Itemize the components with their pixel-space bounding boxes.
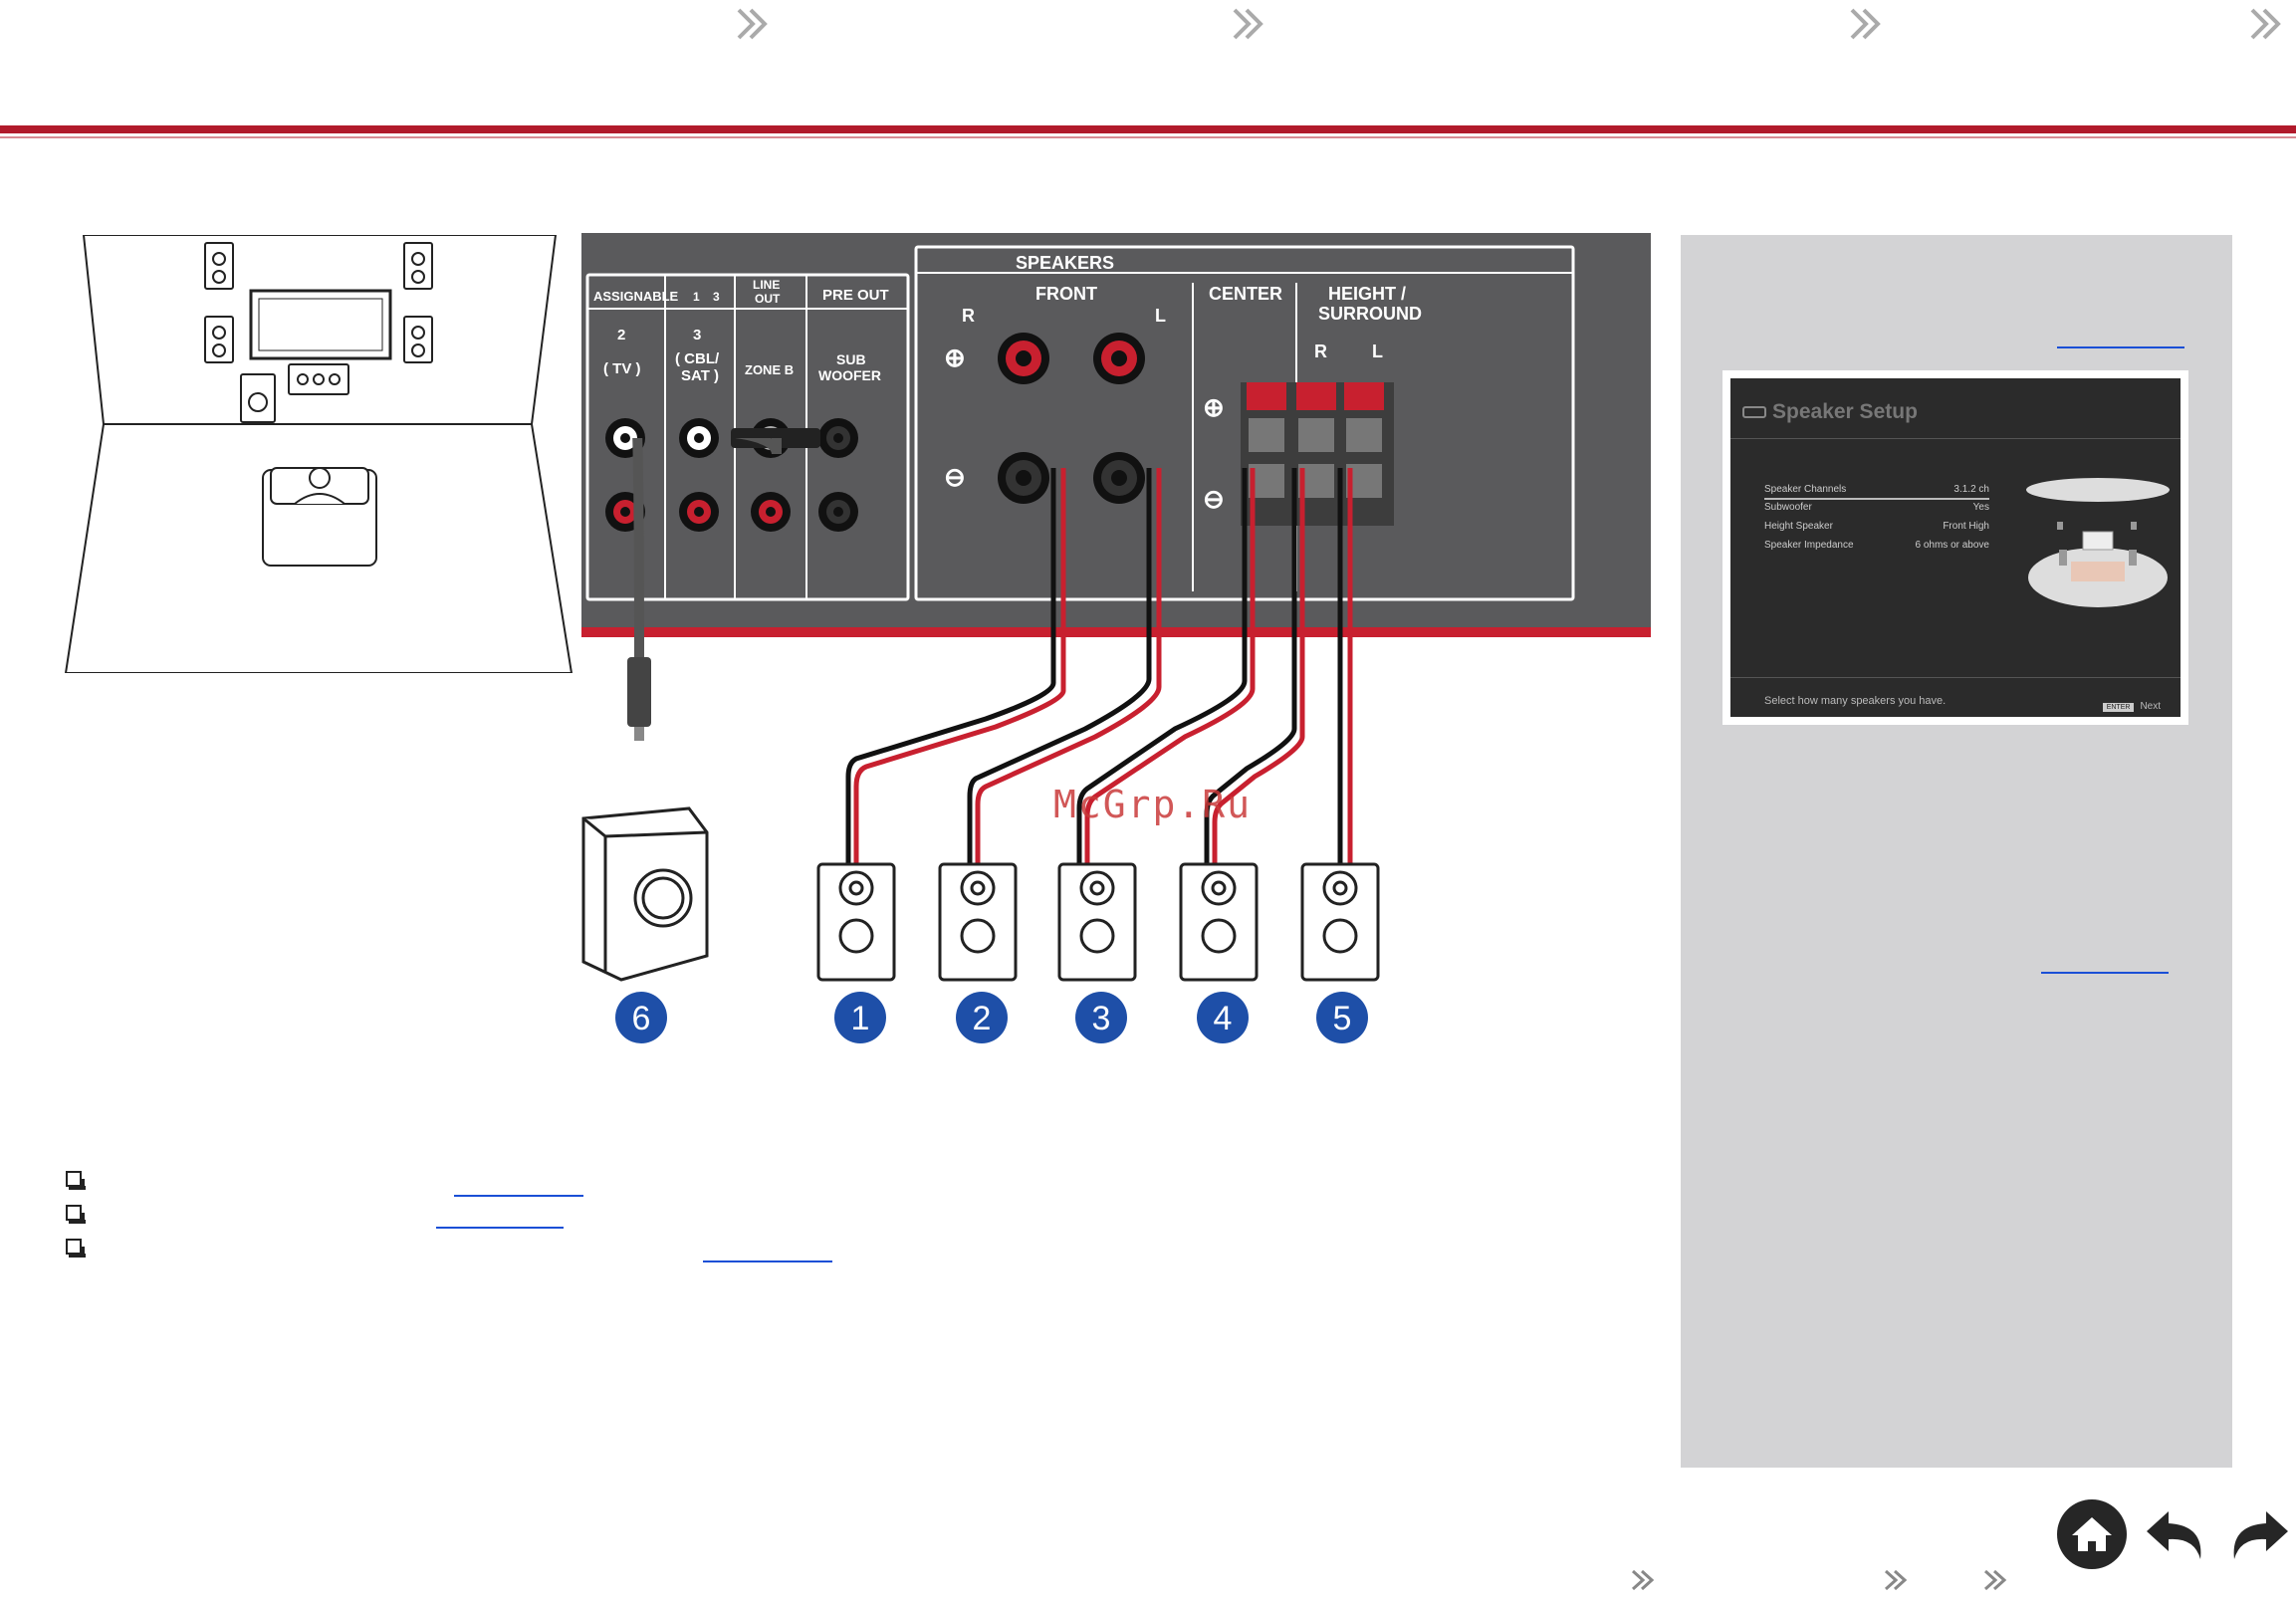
svg-text:LINE: LINE (753, 278, 780, 292)
page-link[interactable] (2041, 972, 2169, 974)
checkbox-icon (66, 1171, 86, 1190)
svg-text:1: 1 (693, 290, 700, 304)
center-label: CENTER (1209, 284, 1282, 304)
svg-text:( CBL/: ( CBL/ (675, 350, 720, 367)
svg-text:3: 3 (693, 327, 701, 344)
svg-text:WOOFER: WOOFER (818, 367, 881, 383)
chevron-right-icon[interactable] (1981, 1565, 2011, 1595)
home-icon[interactable] (2055, 1497, 2129, 1571)
speaker-layout-preview (2026, 478, 2170, 607)
speaker-number-badge: 2 (973, 1000, 992, 1037)
header-divider-thin (0, 136, 2296, 138)
front-l-label: L (1155, 306, 1166, 326)
speaker-icon (204, 242, 433, 423)
svg-text:⊖: ⊖ (1203, 484, 1225, 514)
page-link[interactable] (2057, 346, 2184, 348)
chevron-right-icon[interactable] (1882, 1565, 1912, 1595)
forward-icon[interactable] (2218, 1497, 2292, 1571)
svg-text:OUT: OUT (755, 292, 781, 306)
menu-icon (1742, 406, 1766, 419)
watermark: McGrp.Ru (1053, 783, 1253, 826)
front-label: FRONT (1035, 284, 1097, 304)
chevron-right-icon[interactable] (2244, 2, 2288, 46)
gui-title: Speaker Setup (1742, 400, 1918, 424)
svg-text:3: 3 (713, 290, 720, 304)
svg-text:ZONE B: ZONE B (745, 362, 794, 377)
receiver-rear-panel: SPEAKERS FRONT R L CENTER HEIGHT / SURRO… (581, 233, 1651, 637)
svg-text:PRE OUT: PRE OUT (822, 287, 889, 304)
chevron-right-icon[interactable] (1844, 2, 1888, 46)
svg-text:SAT ): SAT ) (681, 367, 719, 384)
header-divider (0, 125, 2296, 133)
height-l-label: L (1372, 342, 1383, 361)
chevron-right-icon[interactable] (1629, 1565, 1659, 1595)
page-link[interactable] (703, 1260, 832, 1262)
speaker-number-badge: 1 (851, 1000, 870, 1037)
speakers-label: SPEAKERS (1016, 253, 1114, 273)
speaker-number-badge: 6 (632, 1000, 651, 1037)
speaker-wiring-diagram: 6 1 2 3 4 5 (581, 438, 1380, 1043)
assignable-label: ASSIGNABLE (593, 289, 679, 304)
svg-text:⊕: ⊕ (1203, 392, 1225, 422)
svg-text:⊖: ⊖ (944, 462, 966, 492)
surround-label: SURROUND (1318, 304, 1422, 324)
height-label: HEIGHT / (1328, 284, 1406, 304)
speaker-number-badge: 3 (1092, 1000, 1111, 1037)
chevron-right-icon[interactable] (731, 2, 775, 46)
svg-text:⊕: ⊕ (944, 343, 966, 372)
page-link[interactable] (436, 1227, 564, 1229)
checkbox-icon (66, 1239, 86, 1258)
gui-hint: Select how many speakers you have. (1764, 695, 1947, 707)
height-r-label: R (1314, 342, 1327, 361)
room-layout-illustration (64, 235, 574, 673)
speaker-icon (816, 862, 1380, 982)
svg-text:( TV ): ( TV ) (603, 360, 641, 377)
speaker-number-badge: 5 (1333, 1000, 1352, 1037)
front-r-label: R (962, 306, 975, 326)
sofa-icon (262, 467, 377, 567)
speaker-number-badge: 4 (1214, 1000, 1233, 1037)
svg-text:SUB: SUB (836, 351, 866, 367)
back-icon[interactable] (2143, 1497, 2216, 1571)
page-link[interactable] (454, 1195, 583, 1197)
chevron-right-icon[interactable] (1227, 2, 1270, 46)
front-terminals (998, 333, 1145, 504)
subwoofer-icon (581, 806, 709, 982)
svg-text:2: 2 (617, 327, 625, 344)
checkbox-icon (66, 1205, 86, 1224)
